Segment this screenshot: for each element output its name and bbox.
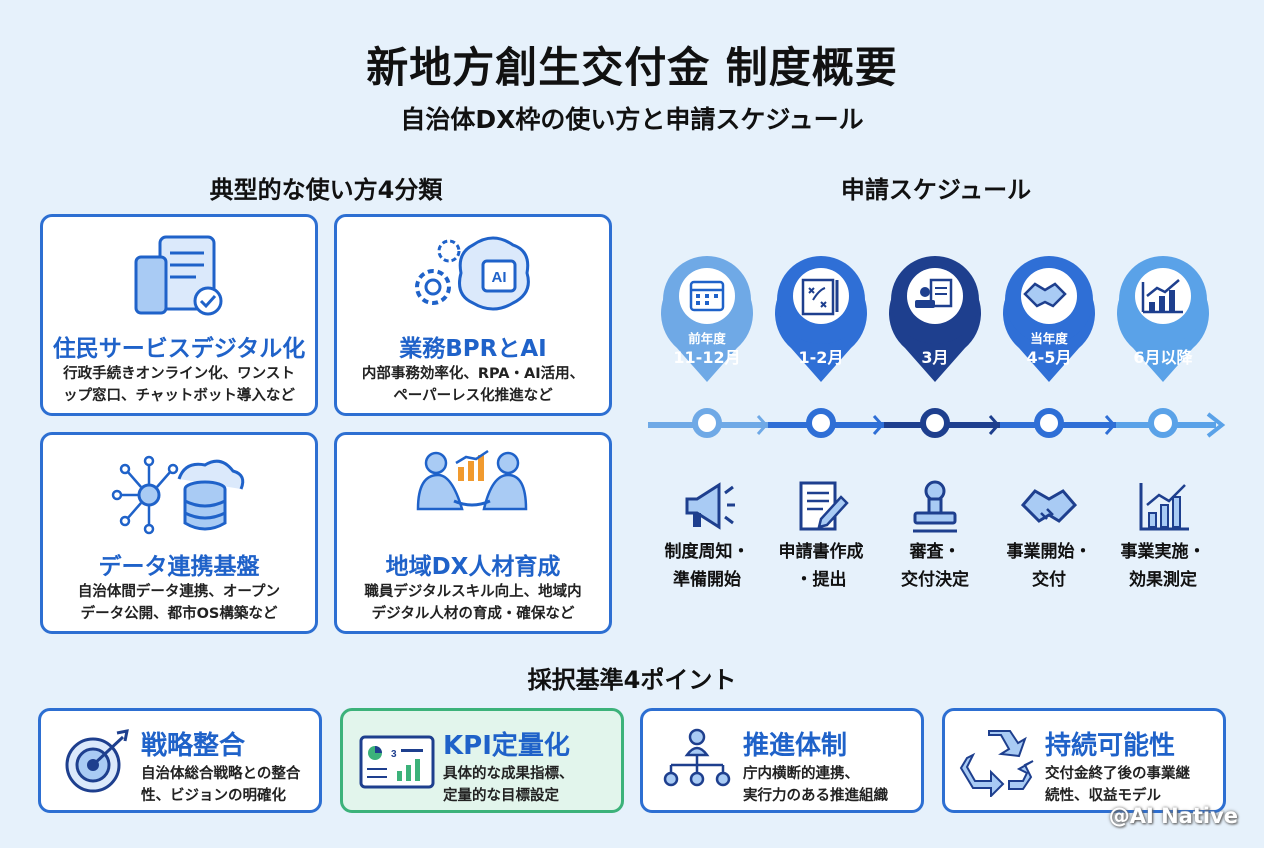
- criteria-desc: 庁内横断的連携、 実行力のある推進組織: [743, 766, 888, 804]
- org-chart-icon: [657, 725, 737, 797]
- criteria-desc: 具体的な成果指標、 定量的な目標設定: [443, 766, 574, 804]
- megaphone-icon: [672, 474, 742, 540]
- pin-period: 3月: [921, 348, 949, 367]
- pin-period: 1-2月: [798, 348, 844, 367]
- cloud-database-icon: [43, 449, 315, 541]
- step-label: 審査・ 交付決定: [901, 542, 969, 590]
- usage-card-data-platform: データ連携基盤 自治体間データ連携、オープン データ公開、都市OS構築など: [40, 432, 318, 634]
- criteria-card-strategy: 戦略整合 自治体総合戦略との整合 性、ビジョンの明確化: [38, 708, 322, 813]
- criteria-title: KPI定量化: [443, 731, 570, 761]
- svg-text:AI: AI: [492, 269, 507, 286]
- step-label: 申請書作成 ・提出: [778, 542, 864, 590]
- schedule-pin-5: 6月以降: [1115, 256, 1211, 382]
- stamp-icon: [900, 474, 970, 540]
- schedule-pin-3: 3月: [887, 256, 983, 382]
- page-title: 新地方創生交付金 制度概要: [366, 43, 898, 92]
- page-subtitle: 自治体DX枠の使い方と申請スケジュール: [400, 105, 864, 134]
- usage-card-title: データ連携基盤: [98, 554, 260, 580]
- criteria-card-sustainability: 持続可能性 交付金終了後の事業継 続性、収益モデル: [942, 708, 1226, 813]
- criteria-title: 持続可能性: [1045, 731, 1176, 761]
- usage-card-desc: 内部事務効率化、RPA・AI活用、 ペーパーレス化推進など: [361, 366, 585, 404]
- document-pen-icon: [786, 474, 856, 540]
- timeline-node-5: [1148, 408, 1178, 438]
- strategy-clipboard-icon: [801, 278, 839, 316]
- svg-text:3: 3: [391, 749, 397, 760]
- pin-period-small: 前年度: [688, 331, 726, 346]
- usage-card-desc: 職員デジタルスキル向上、地域内 デジタル人材の育成・確保など: [364, 584, 582, 622]
- timeline-node-1: [692, 408, 722, 438]
- usage-card-desc: 自治体間データ連携、オープン データ公開、都市OS構築など: [77, 584, 281, 622]
- gear-brain-ai-icon: AI: [337, 231, 609, 323]
- usage-card-title: 住民サービスデジタル化: [52, 336, 306, 362]
- usage-card-dx-talent: 地域DX人材育成 職員デジタルスキル向上、地域内 デジタル人材の育成・確保など: [334, 432, 612, 634]
- approval-stamp-icon: [915, 278, 953, 308]
- watermark: @AI Native: [1108, 804, 1238, 828]
- pin-period: 6月以降: [1133, 348, 1193, 367]
- criteria-desc: 自治体総合戦略との整合 性、ビジョンの明確化: [141, 766, 301, 804]
- step-label: 制度周知・ 準備開始: [664, 542, 750, 590]
- schedule-pin-1: 前年度 11-12月: [659, 256, 755, 382]
- growth-chart-icon: [1141, 279, 1183, 314]
- timeline-node-4: [1034, 408, 1064, 438]
- kpi-dashboard-icon: 3: [357, 725, 437, 797]
- criteria-card-structure: 推進体制 庁内横断的連携、 実行力のある推進組織: [640, 708, 924, 813]
- usage-card-title: 業務BPRとAI: [399, 336, 547, 362]
- usage-card-resident-services: 住民サービスデジタル化 行政手続きオンライン化、ワンスト ップ窓口、チャットボッ…: [40, 214, 318, 416]
- smartphone-document-icon: [43, 229, 315, 321]
- pin-period: 11-12月: [673, 348, 741, 367]
- handshake-growth-icon: [337, 449, 609, 541]
- usage-card-desc: 行政手続きオンライン化、ワンスト ップ窓口、チャットボット導入など: [63, 366, 295, 404]
- criteria-desc: 交付金終了後の事業継 続性、収益モデル: [1045, 766, 1190, 804]
- step-label: 事業実施・ 効果測定: [1120, 542, 1206, 590]
- schedule-heading: 申請スケジュール: [840, 176, 1032, 204]
- handshake-icon: [1014, 474, 1084, 540]
- recycle-icon: [959, 725, 1039, 799]
- usage-heading: 典型的な使い方4分類: [209, 176, 443, 204]
- criteria-heading: 採択基準4ポイント: [527, 666, 737, 694]
- bar-chart-icon: [1128, 474, 1198, 540]
- timeline-node-3: [920, 408, 950, 438]
- criteria-title: 推進体制: [743, 731, 848, 761]
- usage-card-title: 地域DX人材育成: [385, 554, 561, 580]
- criteria-title: 戦略整合: [141, 731, 246, 761]
- timeline-node-2: [806, 408, 836, 438]
- target-icon: [55, 725, 135, 797]
- pin-period-small: 当年度: [1030, 331, 1068, 346]
- handshake-icon: [1023, 282, 1067, 308]
- criteria-card-kpi: 3 KPI定量化 具体的な成果指標、 定量的な目標設定: [340, 708, 624, 813]
- schedule-pin-4: 当年度 4-5月: [1001, 256, 1097, 382]
- step-label: 事業開始・ 交付: [1006, 542, 1092, 590]
- schedule-pin-2: 1-2月: [773, 256, 869, 382]
- calendar-icon: [689, 280, 725, 312]
- pin-period: 4-5月: [1026, 348, 1072, 367]
- usage-card-bpr-ai: AI 業務BPRとAI 内部事務効率化、RPA・AI活用、 ペーパーレス化推進な…: [334, 214, 612, 416]
